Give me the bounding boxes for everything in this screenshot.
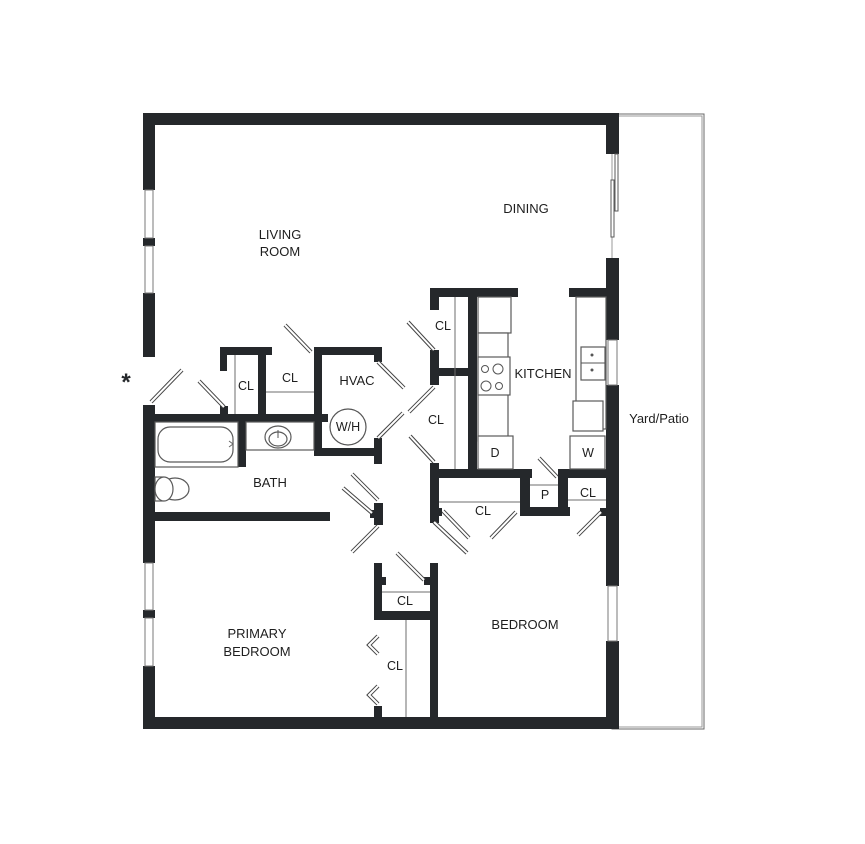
bath-door-2 xyxy=(341,486,374,515)
sliding-door xyxy=(610,153,619,238)
walkin-bifold-bottom xyxy=(366,684,380,706)
kitchen-cl-door-mid2 xyxy=(408,434,436,464)
pantry-door xyxy=(537,456,559,479)
dining-label: DINING xyxy=(503,201,549,216)
entry-marker: * xyxy=(121,369,131,396)
closet-label: CL xyxy=(428,413,444,427)
closet-door-2 xyxy=(283,323,313,354)
living-room-label-1: LIVING xyxy=(259,227,302,242)
closet-label: CL xyxy=(475,504,491,518)
closet-label: CL xyxy=(282,371,298,385)
walkin-bifold-top xyxy=(366,634,380,656)
bedroom-label: BEDROOM xyxy=(491,617,558,632)
bath-door-1 xyxy=(350,472,380,502)
bedroom-cl-door-3 xyxy=(576,510,603,537)
primary-cl-door xyxy=(395,551,426,582)
hvac-label: HVAC xyxy=(339,373,374,388)
entry-door xyxy=(149,368,184,404)
kitchen-cl-door-top xyxy=(406,320,436,352)
kitchen-label: KITCHEN xyxy=(514,366,571,381)
closet-label: CL xyxy=(397,594,413,608)
washer-label: W xyxy=(582,446,594,460)
kitchen-left-counter xyxy=(477,296,514,470)
primary-bedroom-label-1: PRIMARY xyxy=(228,626,287,641)
bedroom-cl-door-2 xyxy=(489,510,518,540)
dishwasher-label: D xyxy=(490,446,499,460)
living-room-label-2: ROOM xyxy=(260,244,300,259)
doors xyxy=(149,320,603,706)
water-heater-label: W/H xyxy=(336,420,360,434)
bathtub xyxy=(154,421,239,468)
yard-patio-label: Yard/Patio xyxy=(629,411,689,426)
hvac-door-top xyxy=(376,360,406,390)
dishwasher xyxy=(477,435,514,470)
washer xyxy=(569,435,606,470)
closet-label: CL xyxy=(580,486,596,500)
interior-walls xyxy=(143,288,618,729)
water-heater-circle xyxy=(329,408,367,446)
closet-label: CL xyxy=(435,319,451,333)
toilet xyxy=(154,476,190,502)
primary-bedroom-label-2: BEDROOM xyxy=(223,644,290,659)
hvac-door-bottom xyxy=(376,411,405,440)
outer-walls xyxy=(143,113,619,729)
windows xyxy=(144,189,618,667)
closet-door-left xyxy=(197,379,226,409)
closet-label: CL xyxy=(238,379,254,393)
bedroom-door xyxy=(432,520,469,555)
primary-door xyxy=(350,524,380,554)
refrigerator xyxy=(572,400,604,432)
sink-vanity xyxy=(245,421,315,451)
closet-label: CL xyxy=(387,659,403,673)
bath-label: BATH xyxy=(253,475,287,490)
kitchen-cl-door-mid1 xyxy=(407,385,436,414)
pantry-label: P xyxy=(541,488,549,502)
bedroom-cl-door-1 xyxy=(441,509,471,540)
kitchen-right-counter xyxy=(569,296,607,470)
